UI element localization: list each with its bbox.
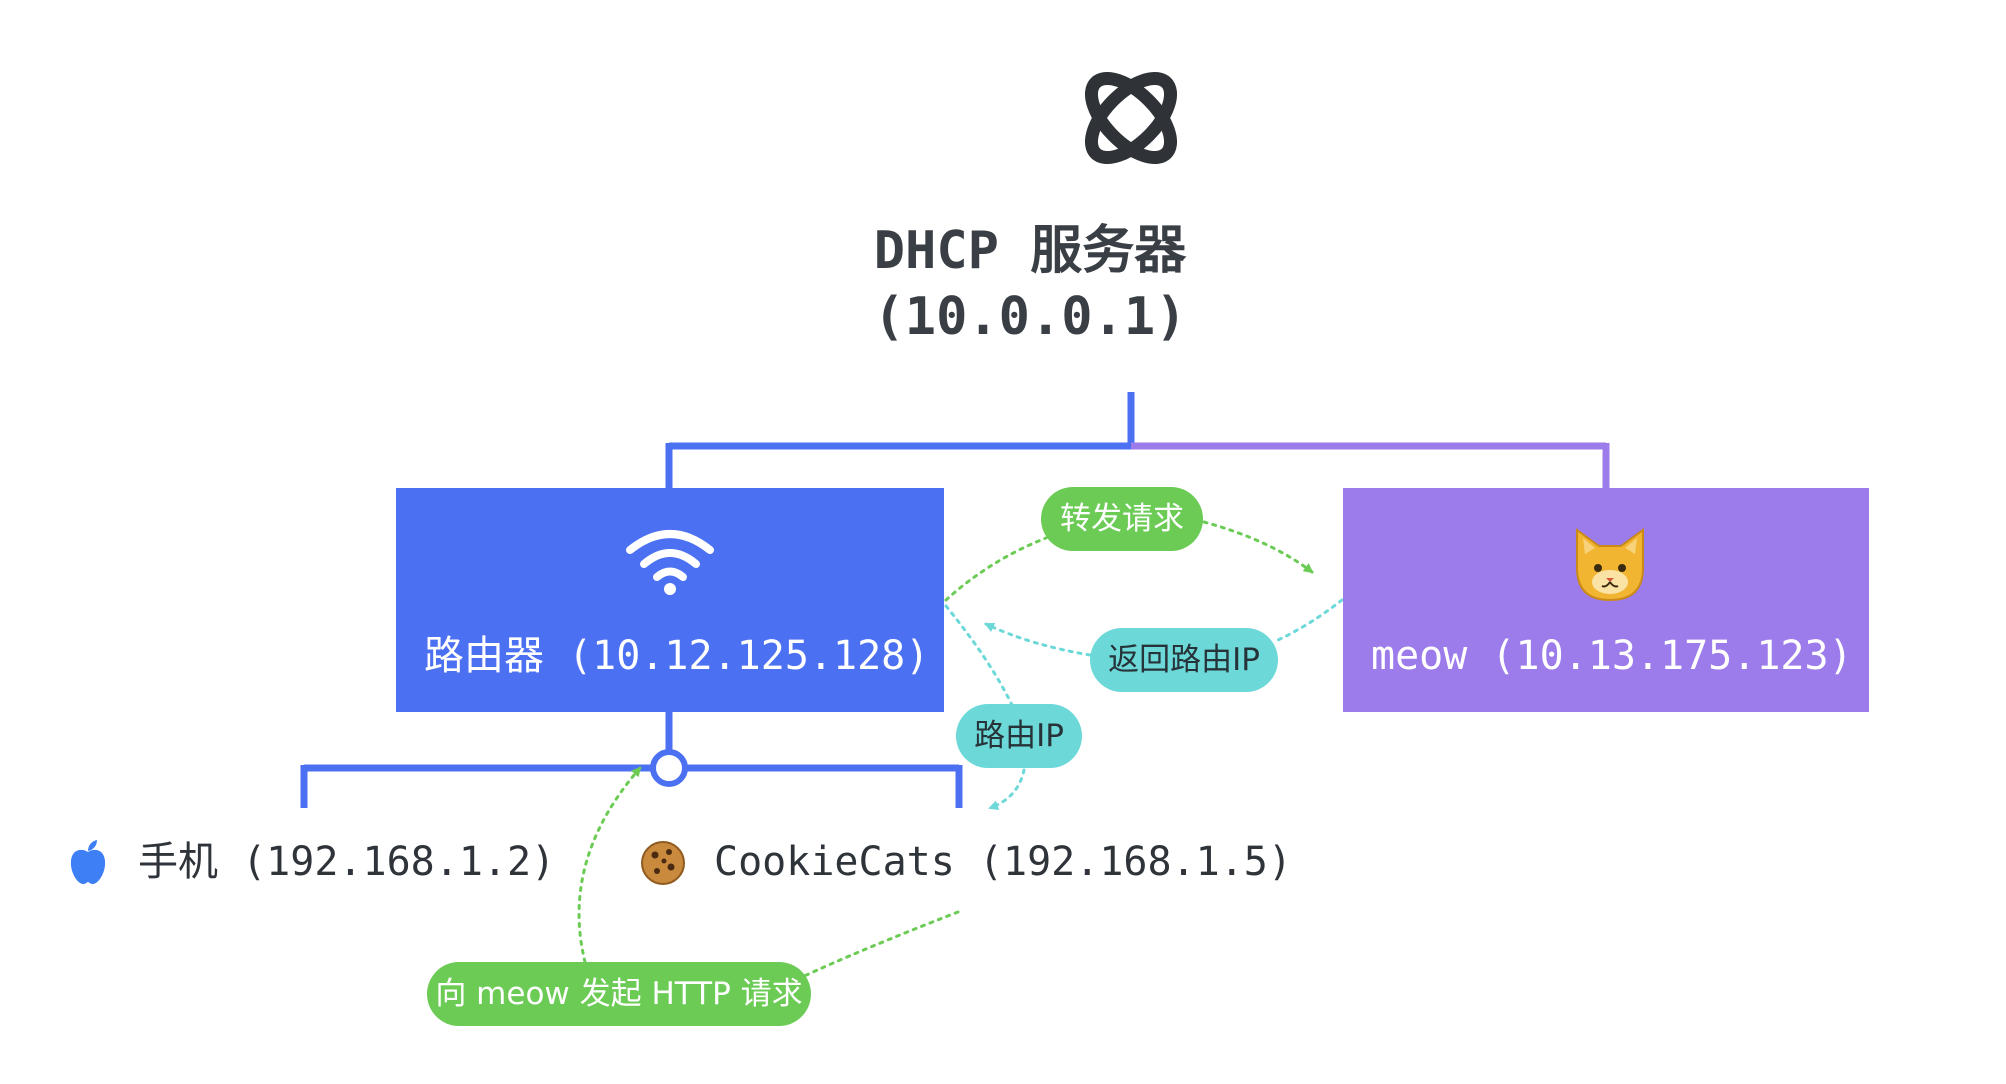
router-to-forward-arrow [944,536,1048,602]
http-request-flow-arrow [798,910,960,980]
forward-to-meow-arrow [1202,520,1314,574]
return-router-ip-pill: 返回路由IP [1090,628,1278,692]
router-junction-node [650,749,688,787]
router-to-routerip-arrow [944,604,1014,707]
cookie-icon [641,841,685,885]
router-node: 路由器 (10.12.125.128) [396,488,944,712]
phone-label: 手机 (192.168.1.2) [138,839,556,885]
cookiecats-label: CookieCats (192.168.1.5) [714,839,1292,885]
return-to-router-arrow [984,622,1092,657]
wifi-icon [626,530,714,595]
forward-request-pill: 转发请求 [1041,487,1203,551]
dhcp-server-title: DHCP 服务器 (10.0.0.1) [873,221,1187,347]
cat-face-icon [1576,528,1644,602]
meow-label: meow (10.13.175.123) [1371,633,1853,679]
http-request-pill: 向 meow 发起 HTTP 请求 [427,962,811,1026]
routerip-to-cookiecats-arrow [988,768,1026,811]
router-ip-pill: 路由IP [956,704,1082,768]
apple-icon [70,840,106,884]
http-request-to-router-arrow [577,766,642,964]
meow-node: meow (10.13.175.123) [1343,488,1869,712]
router-label: 路由器 (10.12.125.128) [424,633,930,679]
dhcp-server-logo-icon [1084,71,1178,165]
meow-to-return-arrow [1276,598,1344,642]
